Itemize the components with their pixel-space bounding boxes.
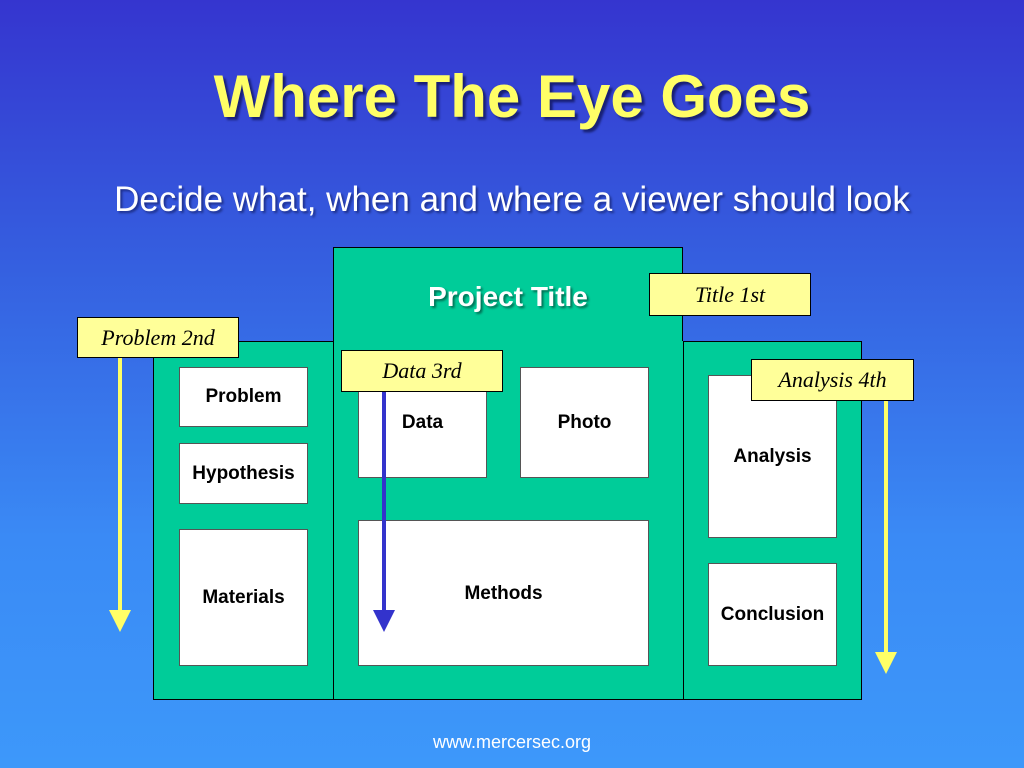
conclusion-box: Conclusion [708, 563, 837, 666]
problem-down-arrow [109, 357, 131, 632]
poster-header-panel [333, 247, 683, 343]
analysis-box: Analysis [708, 375, 837, 538]
problem-2nd-callout: Problem 2nd [77, 317, 239, 358]
photo-box: Photo [520, 367, 649, 478]
poster-project-title: Project Title [428, 281, 588, 312]
materials-box: Materials [179, 529, 308, 666]
slide-subtitle: Decide what, when and where a viewer sho… [114, 180, 910, 219]
footer-url: www.mercersec.org [432, 732, 592, 752]
methods-box: Methods [358, 520, 649, 666]
title-1st-callout: Title 1st [649, 273, 811, 316]
problem-box: Problem [179, 367, 308, 427]
data-3rd-callout: Data 3rd [341, 350, 503, 392]
hypothesis-box: Hypothesis [179, 443, 308, 504]
analysis-4th-callout: Analysis 4th [751, 359, 914, 401]
analysis-down-arrow [875, 400, 897, 674]
slide-title: Where The Eye Goes [213, 63, 811, 130]
